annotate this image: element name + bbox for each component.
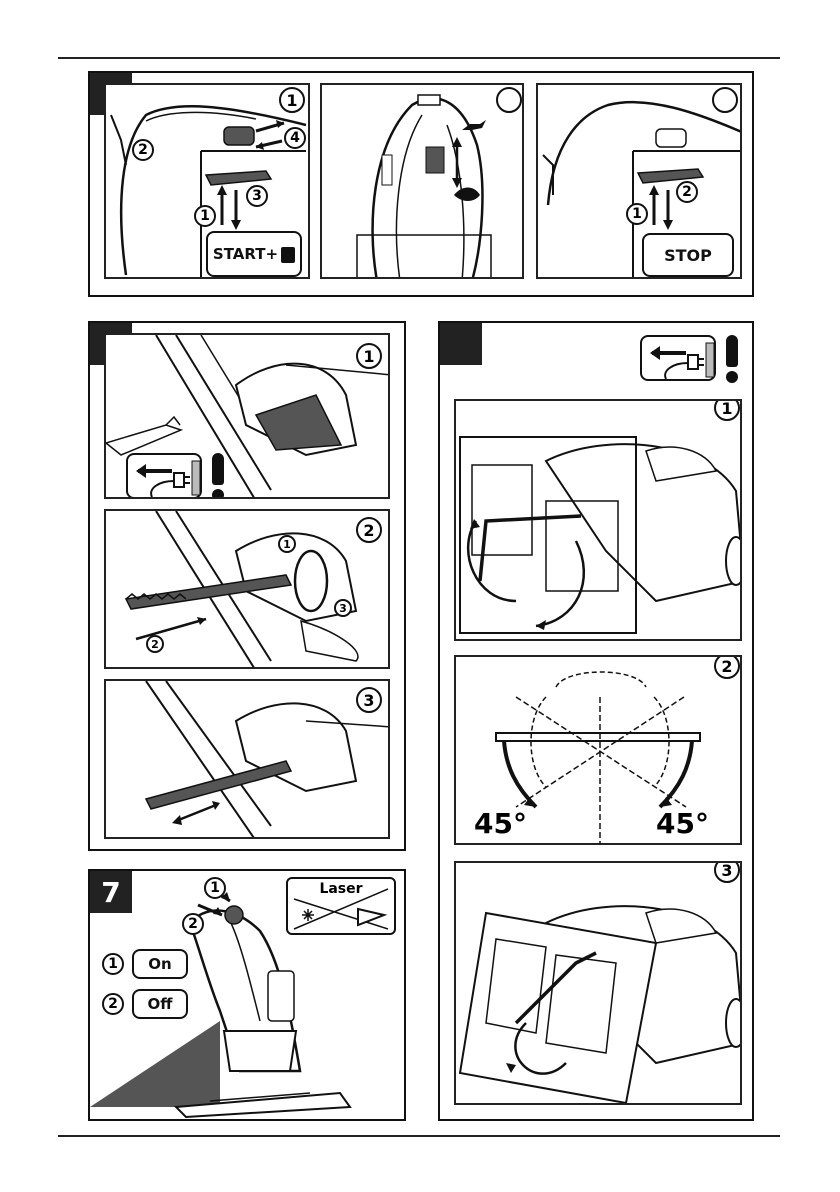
step-1-marker: 1 (279, 87, 305, 113)
step-4-marker: 4 (284, 127, 306, 149)
angle-left-label: 45° (474, 807, 527, 840)
bevel-lock-illustration (456, 863, 742, 1105)
switch-start-frame: 1 2 4 3 1 START+ (104, 83, 310, 279)
laser-warning-box: Laser (286, 877, 396, 935)
panel-laser: 7 1 2 1 On 2 Off Laser (88, 869, 406, 1121)
stop-badge (712, 87, 738, 113)
bottom-rule (58, 1135, 780, 1137)
step-3-marker: 3 (246, 185, 268, 207)
blade-check-illustration (106, 681, 390, 839)
switch-stop-frame: 2 1 STOP (536, 83, 742, 279)
bevel-step-2-frame: 2 45° 45° (454, 655, 742, 845)
panel-bevel-tab (440, 323, 482, 365)
exclamation-dot-icon (726, 371, 738, 383)
switch-speed-frame (320, 83, 524, 279)
exclamation-icon (726, 335, 738, 367)
step-1b-marker: 1 (194, 205, 216, 227)
top-rule (58, 57, 780, 59)
exclamation-icon (212, 453, 224, 485)
start-lock-label: START+ (206, 231, 302, 277)
bevel-unlock-illustration (456, 401, 742, 641)
panel-blade: 1 2 1 2 3 (88, 321, 406, 851)
panel-bevel: 1 2 45° 45° (438, 321, 754, 1121)
off-label: Off (132, 989, 188, 1019)
blade-step-2-frame: 2 1 2 3 (104, 509, 390, 669)
stop-label: STOP (642, 233, 734, 277)
plug-icon (640, 335, 716, 381)
blade-step-3-marker: 3 (356, 687, 382, 713)
plug-icon (126, 453, 202, 499)
laser-step-2-marker: 2 (182, 913, 204, 935)
unplug-warning (640, 335, 744, 389)
blade-step-2-marker: 2 (356, 517, 382, 543)
angle-right-label: 45° (656, 807, 709, 840)
blade-sub-2-marker: 2 (146, 635, 164, 653)
blade-sub-1-marker: 1 (278, 535, 296, 553)
blade-step-1-marker: 1 (356, 343, 382, 369)
step-1-marker: 1 (626, 203, 648, 225)
unplug-warning (126, 453, 230, 499)
blade-sub-3-marker: 3 (334, 599, 352, 617)
on-label: On (132, 949, 188, 979)
bevel-step-3-frame: 3 (454, 861, 742, 1105)
step-2-marker: 2 (132, 139, 154, 161)
exclamation-dot-icon (212, 489, 224, 499)
laser-step-1-marker: 1 (204, 877, 226, 899)
on-number: 1 (102, 953, 124, 975)
step-2-marker: 2 (676, 181, 698, 203)
laser-label: Laser (288, 881, 394, 897)
panel-switch: 1 2 4 3 1 START+ (88, 71, 754, 297)
tool-top-illustration (322, 85, 524, 279)
blade-step-3-frame: 3 (104, 679, 390, 839)
start-label-text: START+ (213, 245, 278, 263)
blade-step-1-frame: 1 (104, 333, 390, 499)
off-number: 2 (102, 993, 124, 1015)
bevel-step-1-frame: 1 (454, 399, 742, 641)
lock-icon (281, 247, 295, 263)
speed-badge-left (496, 87, 522, 113)
